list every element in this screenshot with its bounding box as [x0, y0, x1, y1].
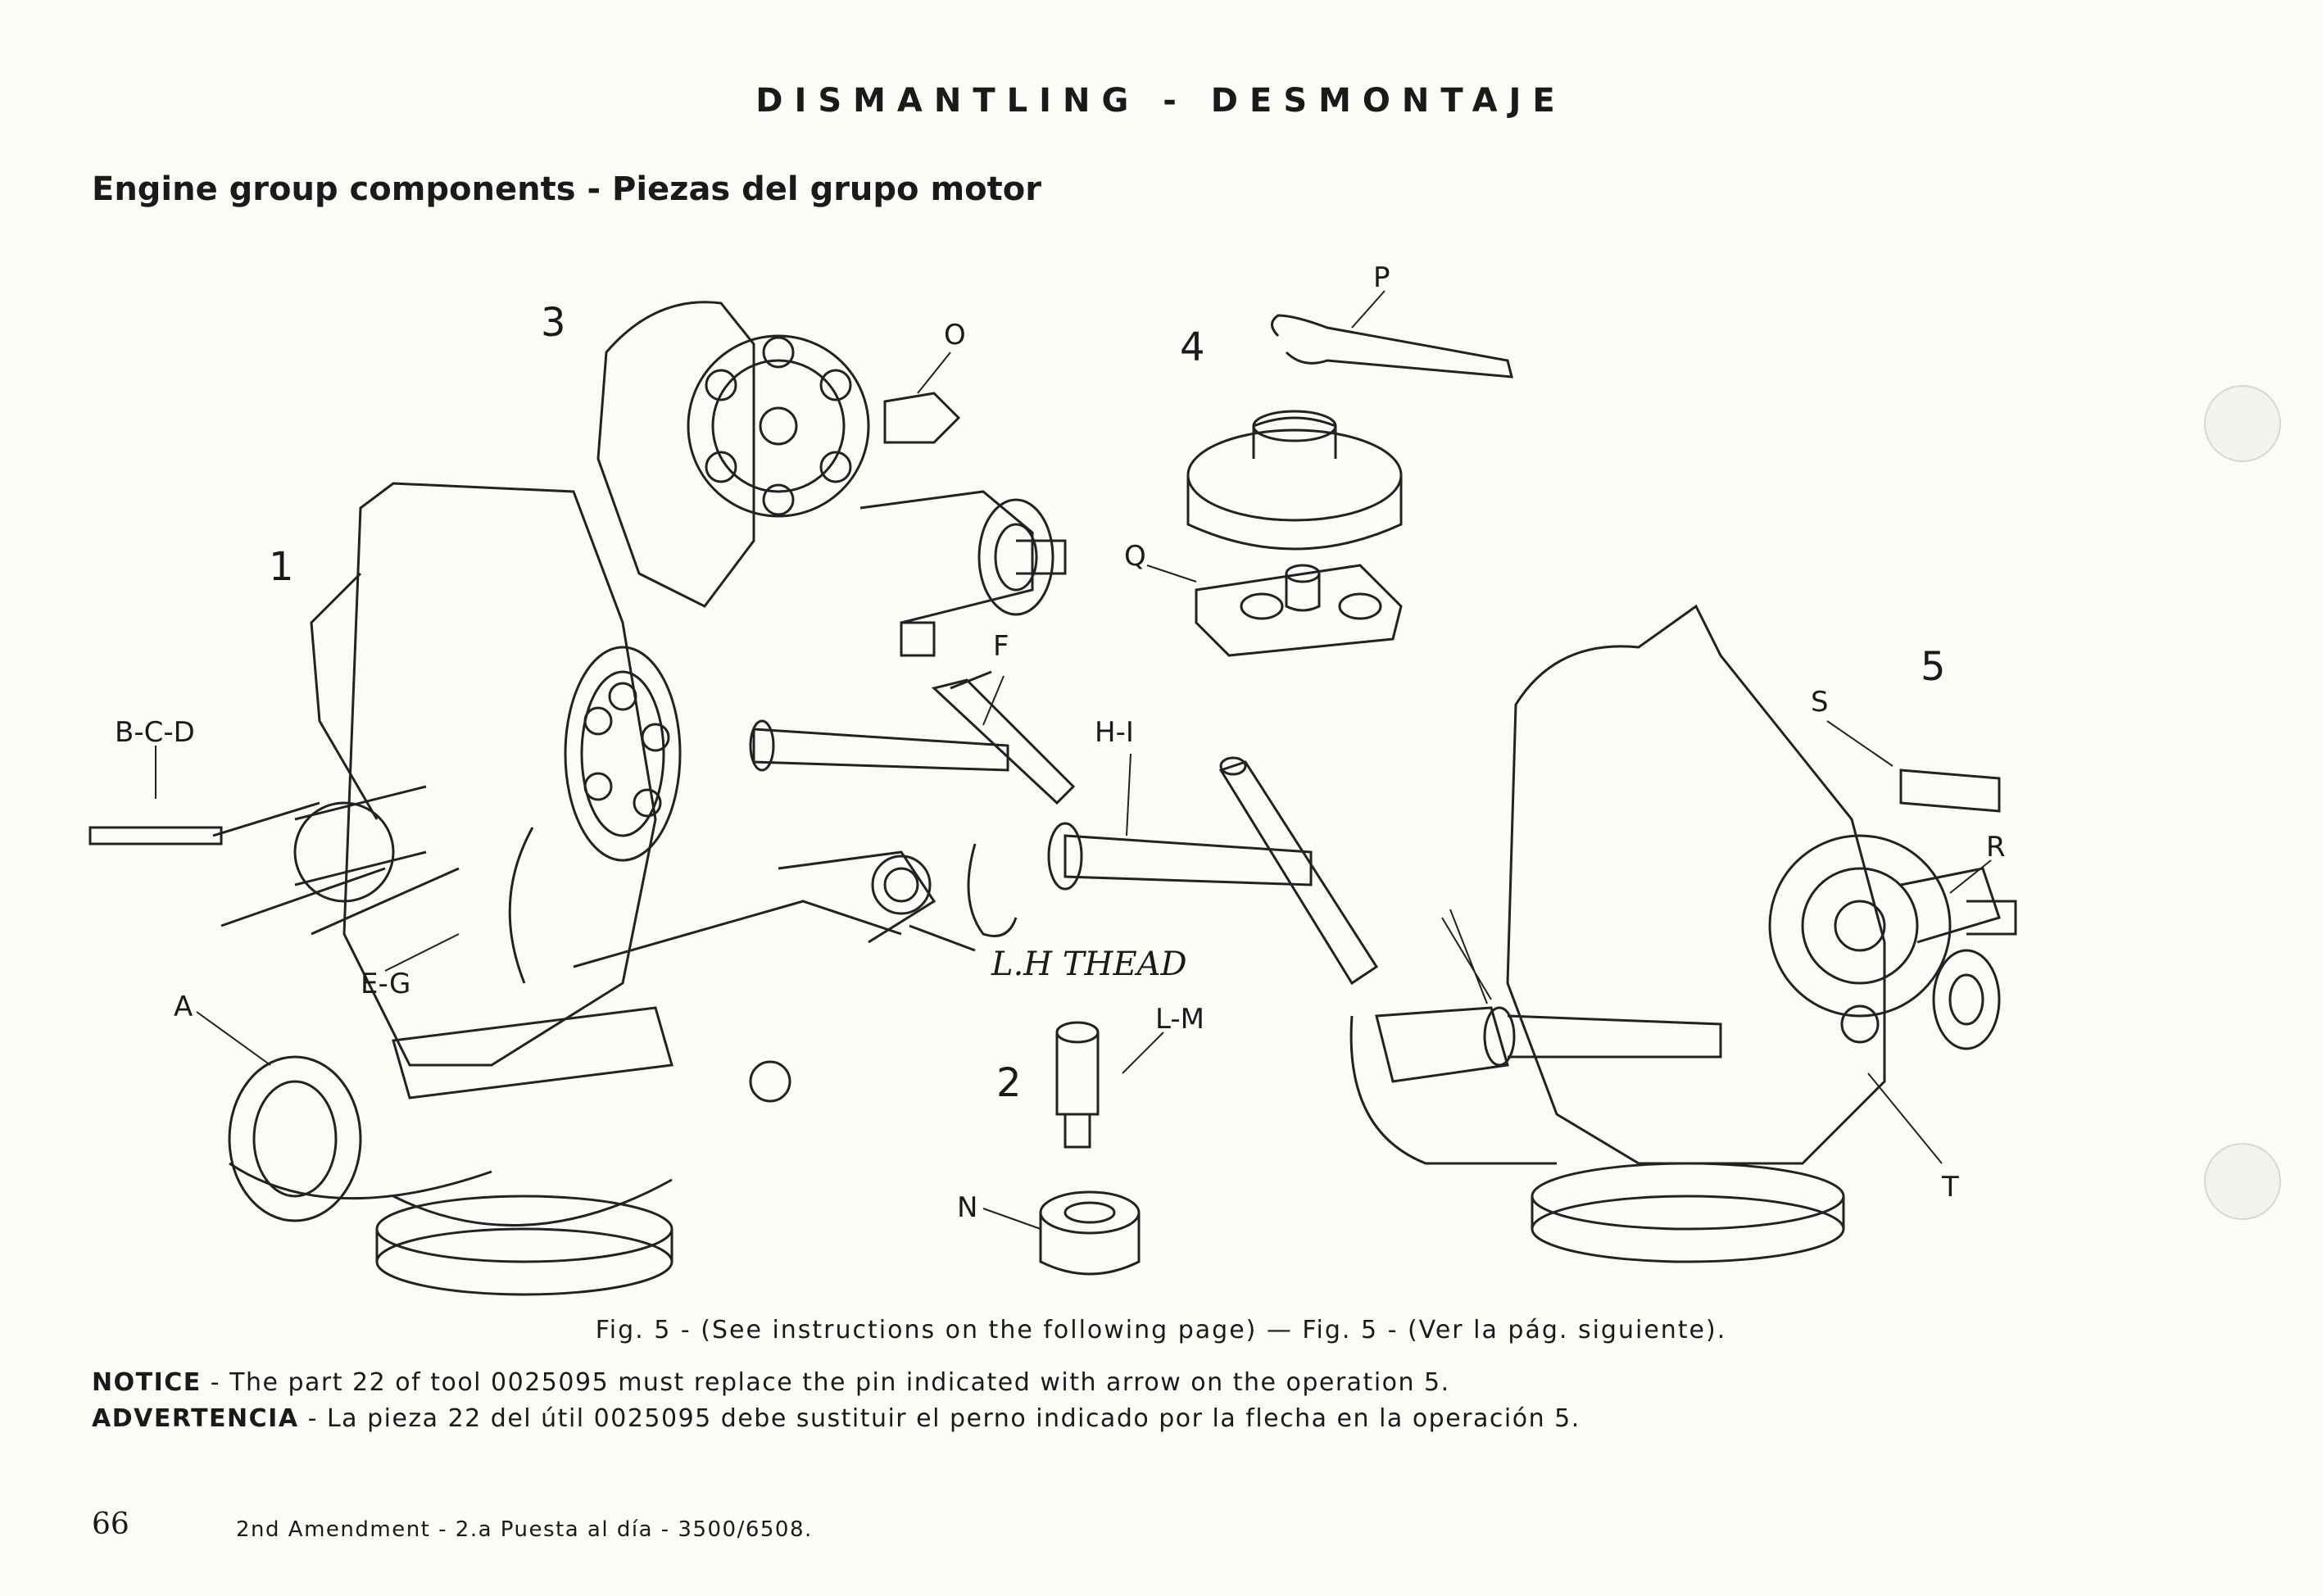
- group-number-4: 4: [1180, 324, 1205, 370]
- group-number-2: 2: [996, 1060, 1022, 1106]
- label-t: T: [1941, 1171, 1959, 1204]
- notice-en-label: NOTICE: [92, 1368, 202, 1397]
- tool-f-drawing: [749, 670, 1076, 805]
- notice-es: ADVERTENCIA - La pieza 22 del útil 00250…: [92, 1404, 1581, 1433]
- engine-group-3-drawing: [596, 301, 1067, 657]
- notice-en: NOTICE - The part 22 of tool 0025095 mus…: [92, 1368, 1450, 1397]
- notice-es-text: - La pieza 22 del útil 0025095 debe sust…: [298, 1404, 1581, 1433]
- notice-es-label: ADVERTENCIA: [92, 1404, 299, 1433]
- page-number: 66: [92, 1508, 129, 1541]
- label-h-i: H-I: [1095, 716, 1134, 749]
- engine-group-5-drawing: [1349, 604, 2017, 1263]
- label-o: O: [944, 319, 966, 351]
- label-s: S: [1811, 686, 1829, 719]
- group-number-1: 1: [269, 544, 294, 590]
- label-e-g: E-G: [361, 968, 410, 1000]
- binder-hole-top: [2204, 385, 2281, 462]
- leader-lines: [155, 290, 1992, 1230]
- label-f: F: [993, 630, 1009, 663]
- label-q: Q: [1124, 540, 1146, 573]
- group-number-5: 5: [1921, 644, 1946, 690]
- footer-amendment: 2nd Amendment - 2.a Puesta al día - 3500…: [236, 1517, 813, 1542]
- label-p: P: [1373, 261, 1390, 294]
- engine-group-4-drawing: [1186, 314, 1513, 657]
- notice-en-text: - The part 22 of tool 0025095 must repla…: [201, 1368, 1450, 1397]
- engine-group-1-drawing: [88, 482, 937, 1296]
- group-number-3: 3: [541, 300, 566, 346]
- figure-caption: Fig. 5 - (See instructions on the follow…: [595, 1316, 1727, 1344]
- binder-hole-bottom: [2204, 1143, 2281, 1220]
- label-b-c-d: B-C-D: [115, 716, 195, 749]
- engine-components-figure: 1 2 3 4 5 B-C-D A E-G F H-I O P Q L-M N …: [88, 261, 2017, 1296]
- section-title: Engine group components - Piezas del gru…: [92, 170, 1041, 208]
- engine-group-2-drawing: [1039, 1021, 1141, 1276]
- label-a: A: [174, 991, 193, 1023]
- handwritten-lh-thread: L.H THEAD: [991, 945, 1187, 983]
- label-l-m: L-M: [1155, 1003, 1204, 1036]
- label-r: R: [1986, 831, 2006, 864]
- label-n: N: [957, 1191, 977, 1224]
- page-title: DISMANTLING - DESMONTAJE: [755, 82, 1567, 120]
- tool-h-i-drawing: [967, 756, 1379, 986]
